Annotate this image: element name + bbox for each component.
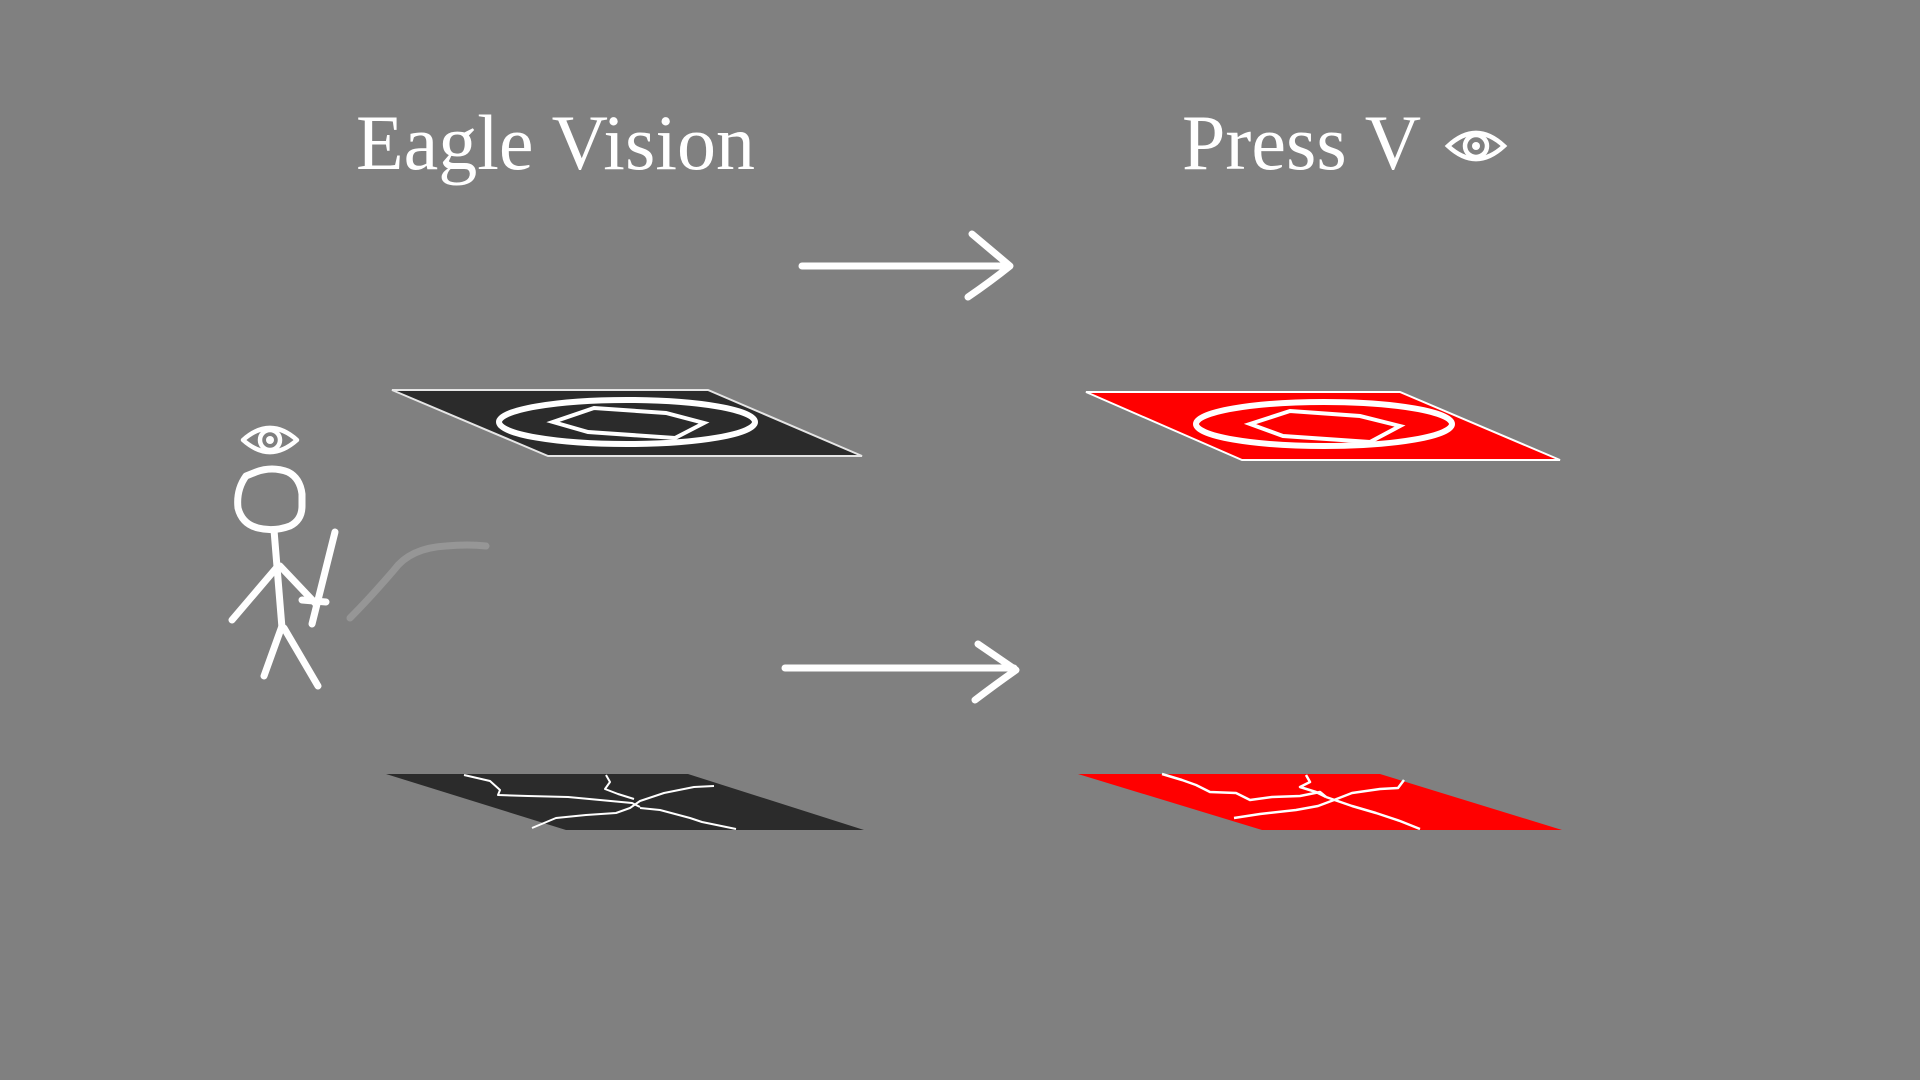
stick-figure-player — [228, 425, 339, 690]
pressure-plate-tile-normal — [391, 389, 863, 457]
press-v-label: Press V — [1182, 99, 1422, 186]
pressure-plate-tile-highlighted — [1085, 391, 1561, 461]
cracked-floor-tile-highlighted — [1078, 772, 1562, 831]
eye-icon — [1444, 130, 1508, 162]
transform-arrow-bottom — [781, 640, 1020, 704]
transform-arrow-top — [798, 230, 1014, 301]
eagle-vision-title: Eagle Vision — [356, 99, 755, 186]
eye-icon — [240, 425, 300, 455]
sword-swing-trail — [346, 541, 490, 622]
cracked-floor-tile-normal — [386, 774, 864, 830]
